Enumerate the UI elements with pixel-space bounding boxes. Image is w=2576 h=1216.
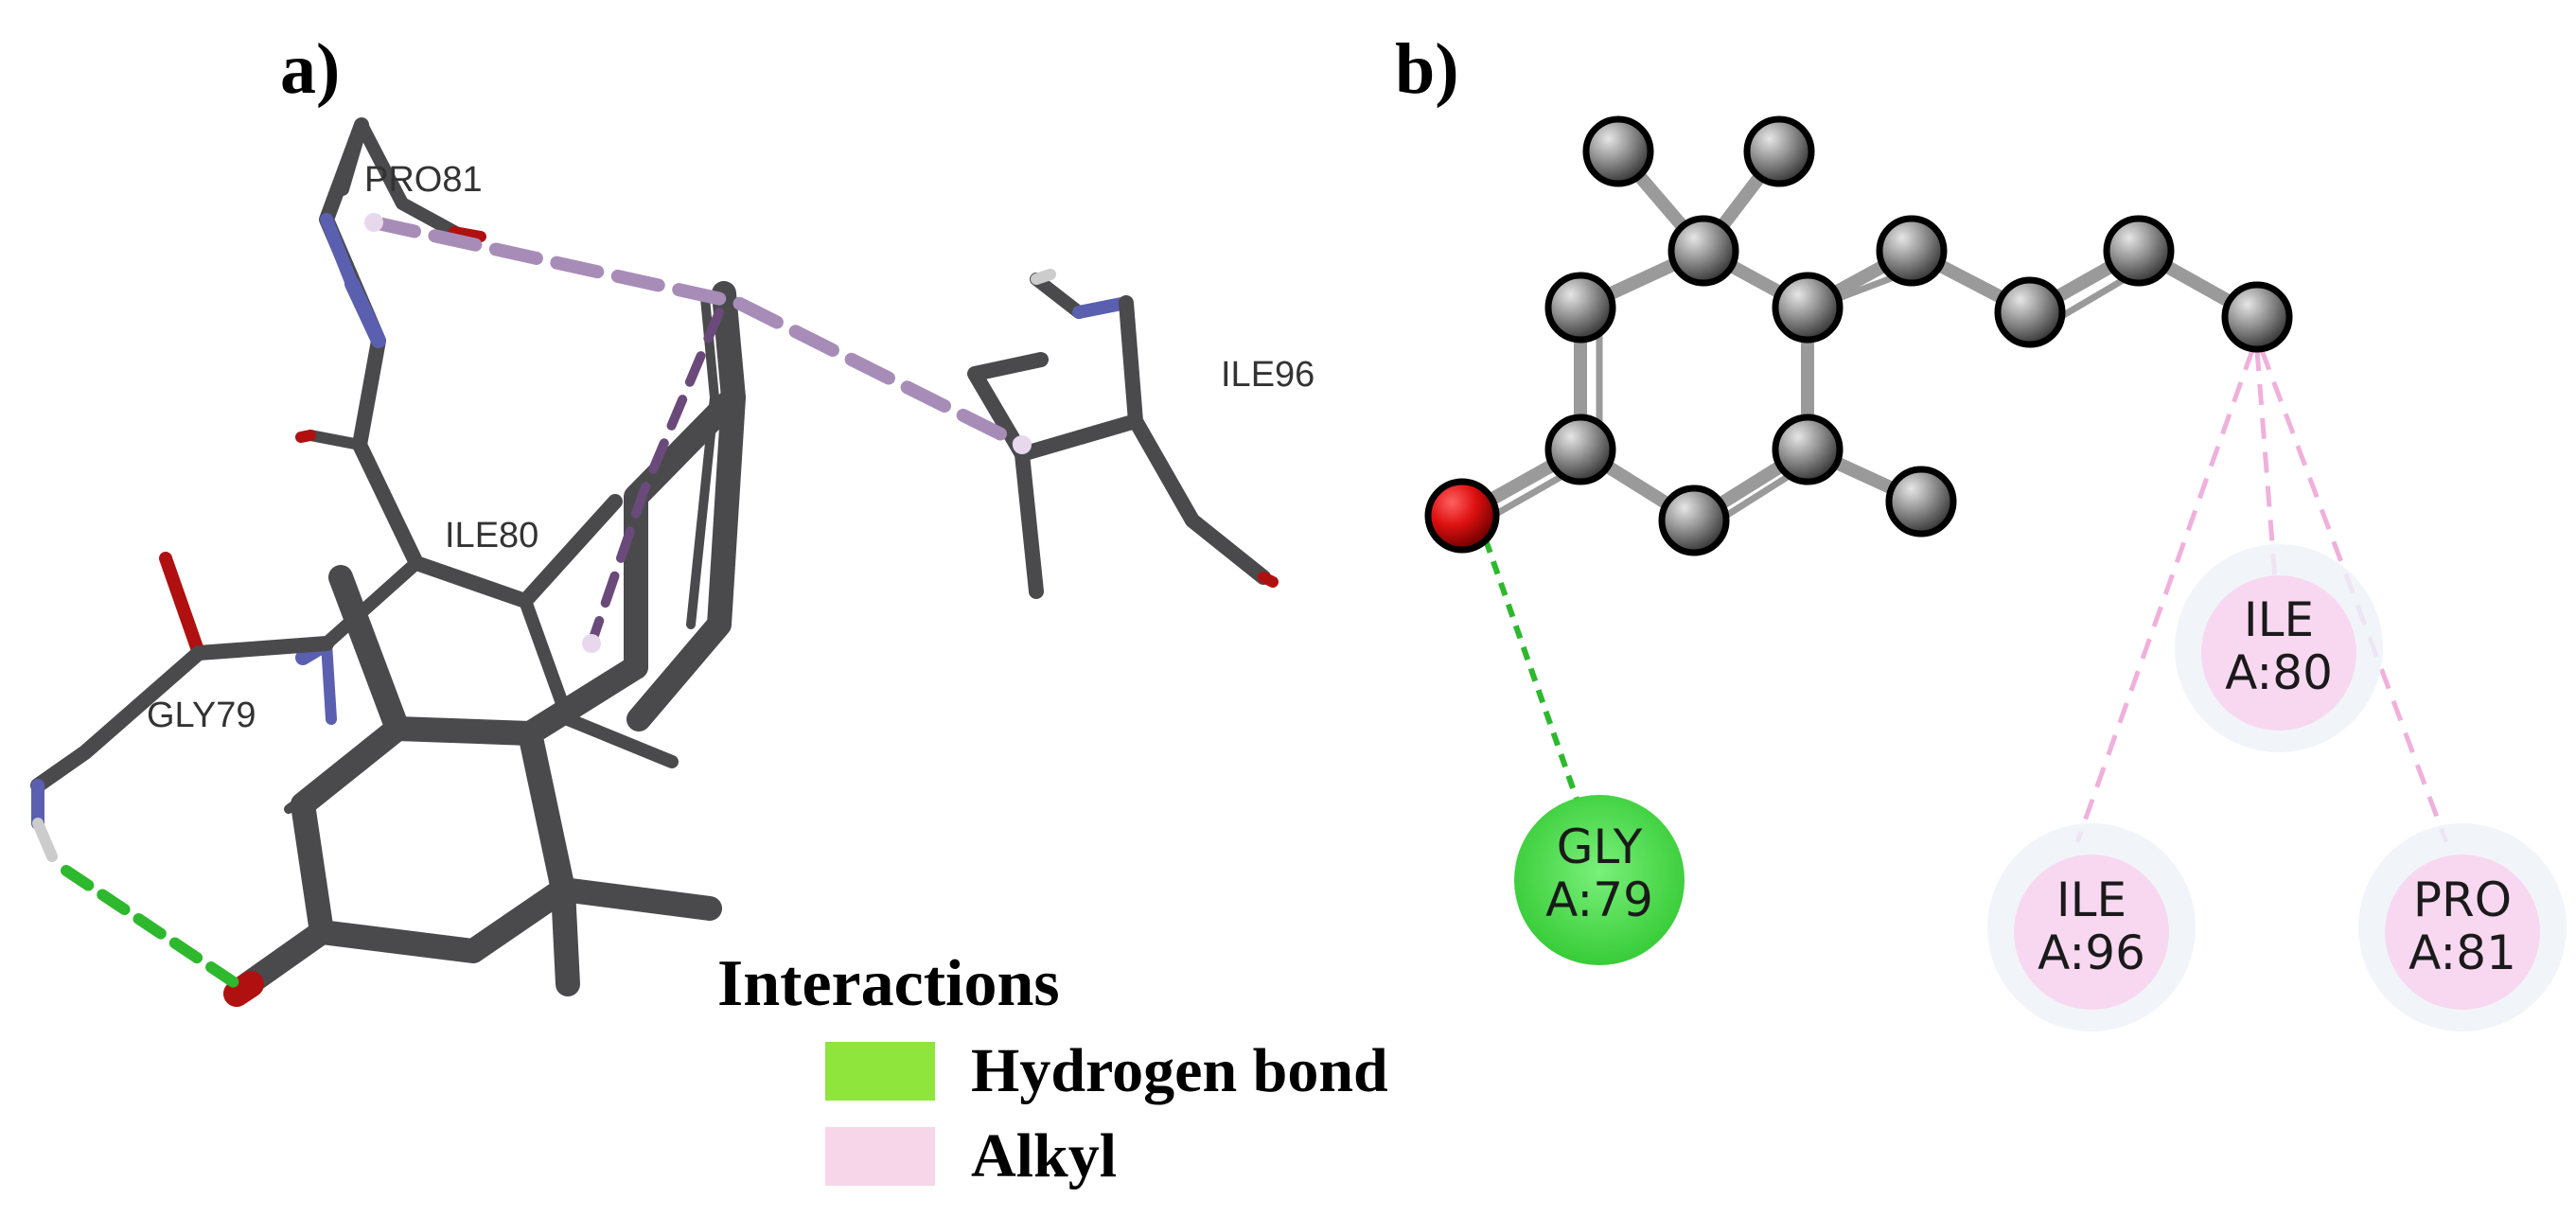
- panel-b-diagram: GLY A:79 ILE A:80 ILE A:96 PRO A:81: [1424, 115, 2567, 1031]
- node-gly79-line2: A:79: [1545, 872, 1653, 927]
- node-pro81: PRO A:81: [2358, 823, 2567, 1031]
- node-ile96-line1: ILE: [2056, 872, 2126, 927]
- ligand-2d-atoms: [1544, 115, 2293, 556]
- pro81-label: PRO81: [364, 160, 483, 200]
- gly79-residue-sticks: [30, 552, 206, 862]
- node-ile80: ILE A:80: [2175, 544, 2383, 752]
- oxygen-atom: [1424, 478, 1500, 554]
- gly79-label: GLY79: [147, 696, 256, 735]
- interactions-legend: Interactions Hydrogen bond Alkyl: [717, 946, 1388, 1190]
- panel-a-structure: PRO81 ILE96 ILE80 GLY79: [30, 117, 1314, 1007]
- node-pro81-line2: A:81: [2408, 925, 2516, 980]
- ile96-residue-sticks: [967, 269, 1279, 599]
- legend-label-alkyl: Alkyl: [971, 1121, 1118, 1190]
- node-pro81-line1: PRO: [2413, 872, 2512, 927]
- legend-title: Interactions: [717, 947, 1060, 1020]
- panel-a-interactions: [61, 213, 1032, 990]
- panel-b-interactions: [1475, 349, 2449, 843]
- node-gly79-line1: GLY: [1557, 819, 1643, 874]
- panel-b-label: b): [1395, 29, 1459, 109]
- legend-item-hydrogen-bond: Hydrogen bond: [825, 1036, 1388, 1105]
- legend-swatch-hydrogen-bond: [825, 1042, 935, 1101]
- node-ile80-line1: ILE: [2244, 592, 2314, 647]
- legend-label-hydrogen-bond: Hydrogen bond: [971, 1036, 1388, 1105]
- ile80-label: ILE80: [445, 516, 538, 555]
- legend-swatch-alkyl: [825, 1127, 935, 1186]
- panel-a-label: a): [280, 29, 341, 109]
- pro81-residue-sticks: [295, 117, 486, 571]
- node-ile80-line2: A:80: [2225, 645, 2333, 700]
- ile96-label: ILE96: [1221, 355, 1314, 395]
- legend-item-alkyl: Alkyl: [825, 1121, 1117, 1190]
- node-ile96-line2: A:96: [2038, 925, 2145, 980]
- node-ile96: ILE A:96: [1987, 823, 2196, 1031]
- node-gly79: GLY A:79: [1514, 795, 1685, 965]
